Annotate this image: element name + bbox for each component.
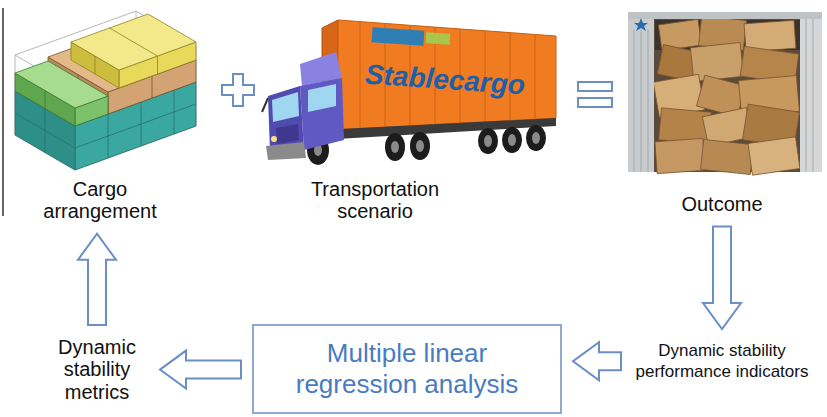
truck-picture-part-part: [484, 135, 492, 147]
process-box: Multiple linear regression analysis: [252, 324, 562, 414]
truck-picture-part-part: [391, 141, 399, 153]
node-text: Cargo arrangement: [35, 178, 165, 223]
node-text: Dynamic stability metrics: [45, 336, 149, 403]
truck-picture-part-part: [359, 22, 361, 129]
teal-boxes-part: [141, 102, 142, 146]
text-node: Dynamic stability performance indicators: [632, 340, 812, 383]
block-arrow: [78, 234, 116, 325]
outcome-photo-part-part: [812, 12, 813, 172]
picture-caption: Cargo arrangement: [35, 178, 165, 223]
truck-picture-part: [426, 32, 451, 45]
node-text: Transportation scenario: [295, 178, 455, 223]
outcome-photo-part-part: [633, 30, 634, 172]
block-arrow: [703, 226, 741, 329]
teal-boxes-part: [108, 114, 109, 158]
outcome-photo-part: [800, 12, 822, 172]
picture-caption: Transportation scenario: [295, 178, 455, 223]
outcome-photo-part: [806, 12, 813, 172]
outcome-photo-part: [628, 12, 822, 19]
block-arrow: [160, 351, 241, 389]
outcome-photo: [628, 12, 822, 175]
outcome-photo-part-part: [748, 137, 800, 175]
yellow-boxes: [71, 14, 196, 88]
yellow-boxes-part: [71, 14, 196, 70]
outcome-photo-part-part: [647, 30, 648, 172]
truck-picture: [262, 20, 556, 165]
container-wireframe: [15, 11, 196, 170]
truck-picture-part-part: [478, 128, 498, 154]
truck-picture-part: [276, 124, 299, 144]
truck-picture-part: [268, 86, 304, 152]
truck-picture-part: [372, 27, 425, 46]
edge-rule: [2, 8, 4, 216]
outcome-photo-part-part: [701, 139, 754, 174]
outcome-photo-part: [634, 18, 648, 31]
truck-picture-part: [360, 22, 535, 129]
truck-picture-part-part: [502, 127, 522, 153]
outcome-photo-part-part: [805, 12, 806, 172]
outcome-photo-part: [628, 12, 654, 172]
outcome-photo-part-part: [640, 30, 641, 172]
green-boxes-part: [45, 91, 46, 109]
truck-picture-part: [262, 98, 268, 112]
truck-picture-part-part: [532, 132, 540, 144]
equals-symbol: [578, 82, 612, 107]
node-text: Outcome: [672, 193, 772, 215]
plus-symbol: [222, 74, 254, 106]
truck-logo-text: Stablecargo: [359, 58, 531, 102]
yellow-boxes-part: [157, 56, 158, 74]
brown-boxes-part: [152, 76, 153, 98]
equals-symbol-part: [578, 98, 612, 107]
outcome-photo-part: [634, 30, 648, 172]
outcome-photo-part-part: [655, 138, 705, 173]
truck-picture-part: [314, 132, 540, 156]
truck-picture-part: [308, 84, 336, 112]
node-text: Multiple linear regression analysis: [266, 338, 548, 400]
text-node: Dynamic stability metrics: [45, 336, 149, 403]
truck-picture-part: [271, 136, 277, 142]
truck-picture-part-part: [534, 35, 536, 120]
equals-symbol-part: [578, 82, 612, 91]
truck-picture-part-part: [508, 134, 516, 146]
truck-picture-part-part: [410, 132, 430, 160]
truck-picture-part: [266, 142, 306, 160]
truck-picture-part-part: [526, 125, 546, 151]
yellow-boxes-part: [95, 56, 96, 74]
yellow-boxes-part: [110, 28, 158, 56]
cargo-arrangement-picture: [15, 11, 196, 170]
truck-picture-part: [338, 20, 556, 130]
teal-boxes-part: [45, 109, 46, 153]
block-arrow: [573, 342, 621, 380]
teal-boxes-part: [174, 90, 175, 134]
picture-caption: Outcome: [672, 193, 772, 215]
node-text: Dynamic stability performance indicators: [632, 340, 812, 383]
outcome-photo-part-part: [744, 20, 796, 51]
outcome-photo-part: [653, 16, 800, 175]
truck-picture-part: [300, 78, 344, 150]
truck-picture-part-part: [385, 133, 405, 161]
truck-picture-part-part: [416, 140, 424, 152]
outcome-photo-part-part: [659, 108, 712, 144]
truck-picture-part: [272, 92, 299, 122]
plus-symbol-part: [222, 74, 254, 106]
